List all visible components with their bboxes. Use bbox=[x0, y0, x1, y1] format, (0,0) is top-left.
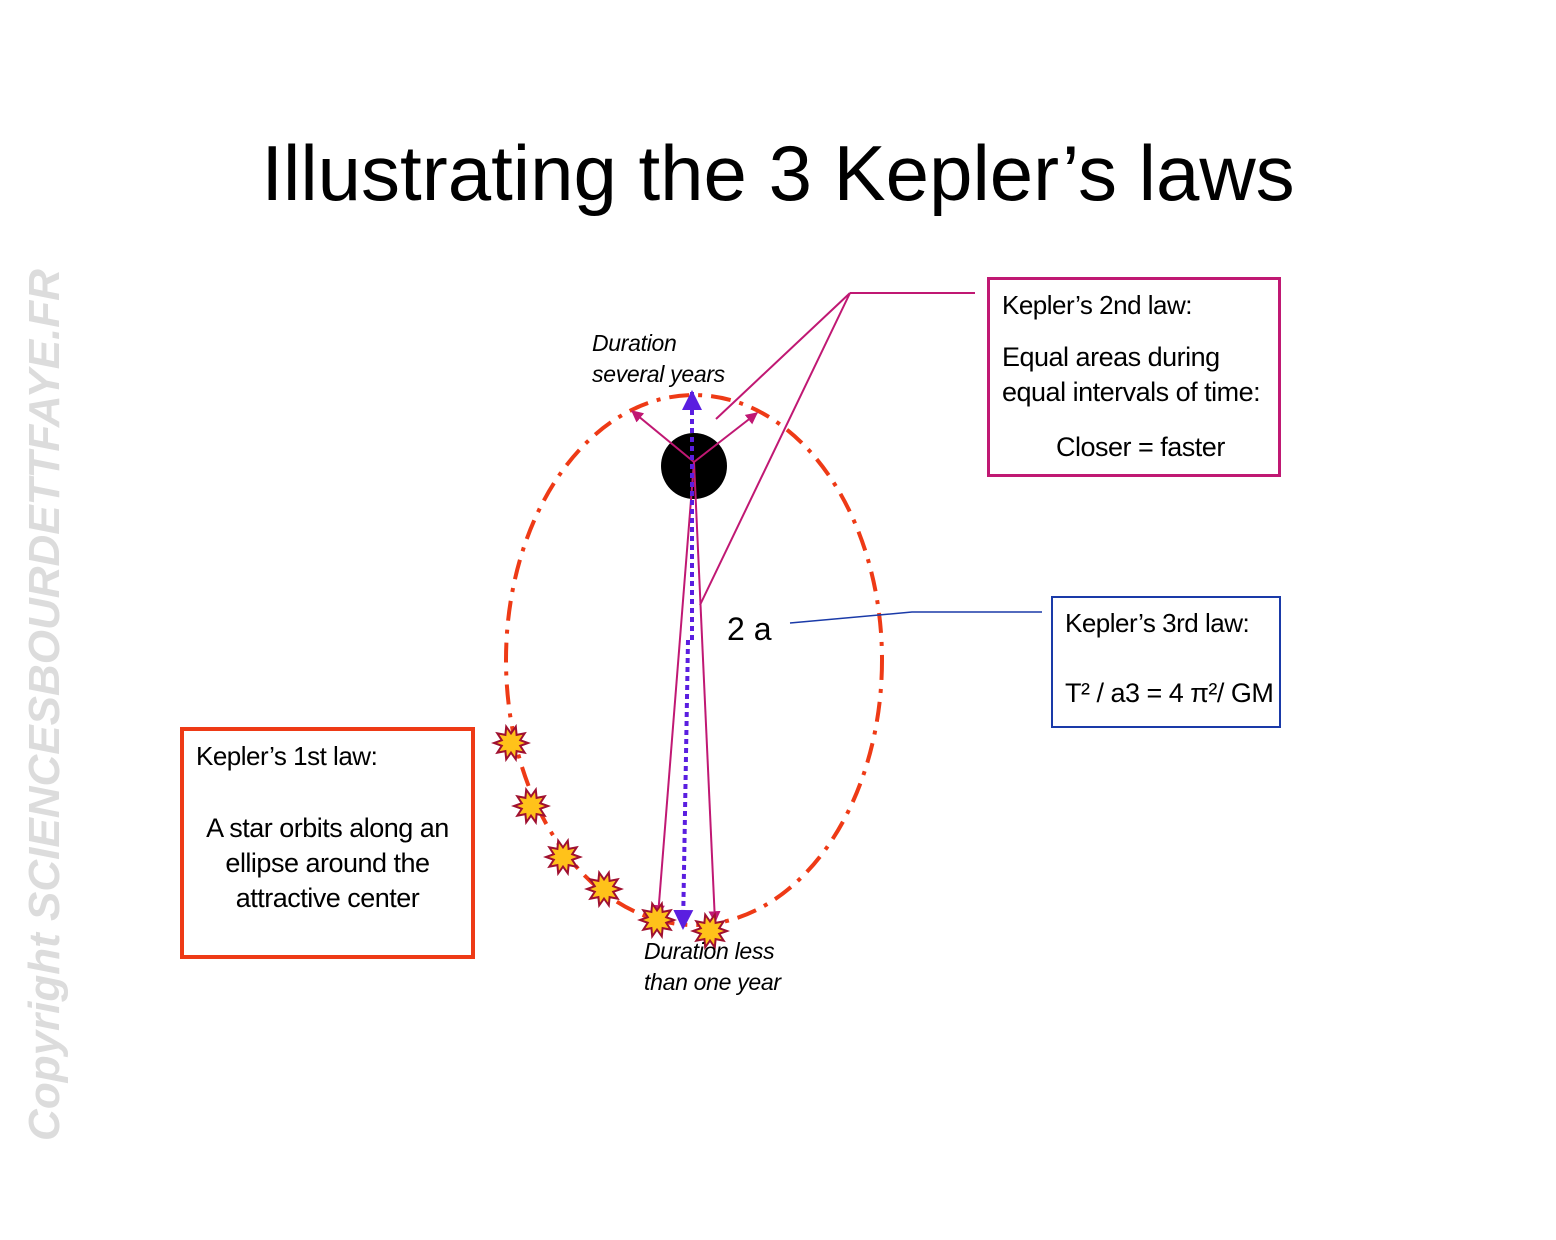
law2-heading: Kepler’s 2nd law: bbox=[1002, 290, 1193, 320]
law2-body: Equal areas during equal intervals of ti… bbox=[1002, 340, 1261, 410]
kepler-diagram bbox=[491, 292, 1042, 951]
law1-box: Kepler’s 1st law: A star orbits along an… bbox=[180, 727, 475, 959]
top-duration-label: Duration several years bbox=[592, 328, 725, 390]
law3-callout-line bbox=[789, 611, 1042, 624]
top-duration-line2: several years bbox=[592, 361, 725, 387]
law3-box: Kepler’s 3rd law: T² / a3 = 4 π²/ GM bbox=[1051, 596, 1281, 728]
law1-line2: ellipse around the bbox=[225, 848, 430, 878]
top-duration-line1: Duration bbox=[592, 330, 677, 356]
elliptical-orbit bbox=[504, 393, 884, 927]
bottom-duration-line2: than one year bbox=[644, 969, 781, 995]
law2-line2: equal intervals of time: bbox=[1002, 377, 1261, 407]
major-axis-label: 2 a bbox=[727, 611, 772, 647]
star-marker bbox=[637, 900, 677, 940]
law3-heading: Kepler’s 3rd law: bbox=[1065, 608, 1250, 638]
star-positions bbox=[491, 723, 730, 951]
law2-callout-lines bbox=[699, 292, 975, 606]
star-marker bbox=[491, 723, 531, 763]
law2-box: Kepler’s 2nd law: Equal areas during equ… bbox=[987, 277, 1281, 477]
star-marker bbox=[584, 869, 624, 909]
law3-formula: T² / a3 = 4 π²/ GM bbox=[1065, 678, 1274, 708]
star-marker bbox=[543, 837, 583, 877]
law1-line1: A star orbits along an bbox=[206, 813, 449, 843]
equal-area-sectors bbox=[631, 410, 758, 924]
law1-heading: Kepler’s 1st law: bbox=[196, 741, 378, 771]
bottom-duration-line1: Duration less bbox=[644, 938, 775, 964]
page-title: Illustrating the 3 Kepler’s laws bbox=[261, 129, 1295, 217]
major-axis-arrow-lower bbox=[673, 639, 694, 930]
bottom-duration-label: Duration less than one year bbox=[644, 936, 781, 998]
law1-line3: attractive center bbox=[235, 883, 420, 913]
law2-line1: Equal areas during bbox=[1002, 342, 1220, 372]
law2-line3: Closer = faster bbox=[1056, 432, 1225, 462]
star-marker bbox=[690, 911, 730, 951]
law1-body: A star orbits along an ellipse around th… bbox=[184, 811, 471, 916]
star-marker bbox=[511, 786, 551, 826]
